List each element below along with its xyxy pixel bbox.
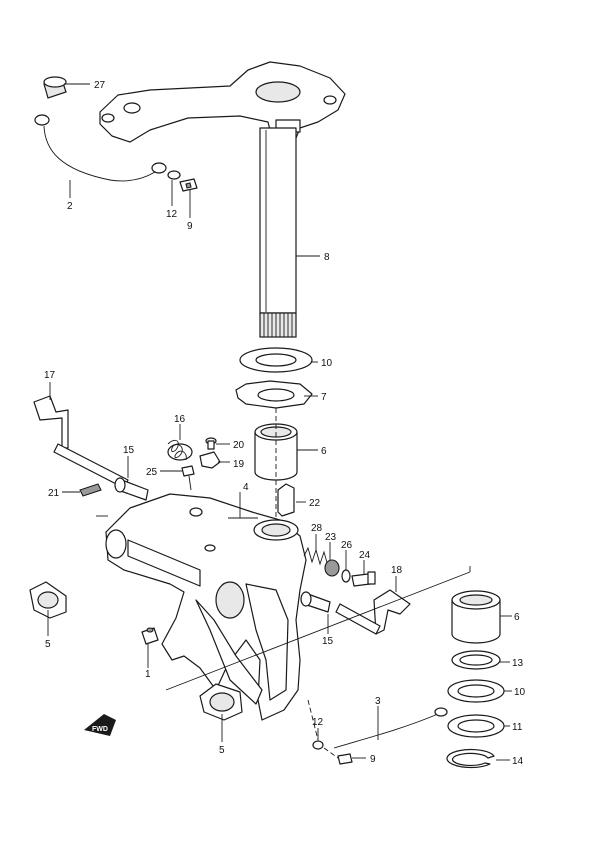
thrust-washer-10-lower <box>447 679 505 703</box>
fwd-label: FWD <box>92 726 108 733</box>
bolt-20 <box>205 437 217 450</box>
callout-9-lower: 9 <box>370 754 376 765</box>
bushing-5-lower <box>199 683 243 721</box>
callout-21: 21 <box>48 488 60 499</box>
grease-nipple-1 <box>141 627 159 645</box>
ground-wire-2 <box>34 114 167 182</box>
bolt-9-top <box>179 178 198 192</box>
callout-14: 14 <box>512 756 524 767</box>
washer-12-lower <box>312 740 324 750</box>
spring-28 <box>303 546 329 567</box>
plate-22 <box>277 483 295 517</box>
callout-25: 25 <box>146 467 158 478</box>
callout-12-top: 12 <box>166 209 178 220</box>
callout-3: 3 <box>375 696 381 707</box>
bushing-5-left <box>29 581 67 619</box>
callout-7: 7 <box>321 392 327 403</box>
callout-10-lower: 10 <box>514 687 526 698</box>
steering-bracket <box>99 61 346 143</box>
callout-28: 28 <box>311 523 323 534</box>
steering-shaft <box>259 127 297 338</box>
callout-6-lower: 6 <box>514 612 520 623</box>
section-divider <box>165 571 471 691</box>
tilt-lever-17 <box>33 395 129 489</box>
lever-18 <box>335 589 411 635</box>
bushing-15-right <box>300 591 331 613</box>
washer-12-top <box>167 170 181 180</box>
callout-26: 26 <box>341 540 353 551</box>
callout-labels: 27 2 12 9 8 10 7 6 17 16 20 19 15 25 21 … <box>44 80 526 767</box>
bolt-9-lower <box>337 753 353 765</box>
callout-4: 4 <box>243 482 249 493</box>
fwd-arrow-icon: FWD <box>84 714 116 736</box>
callout-24: 24 <box>359 550 371 561</box>
callout-10-top: 10 <box>321 358 333 369</box>
washer-13 <box>451 650 501 670</box>
callout-9-top: 9 <box>187 221 193 232</box>
bolt-24 <box>351 571 376 587</box>
thrust-washer-10-top <box>239 347 313 373</box>
bushing-6-lower <box>451 590 501 644</box>
callout-22: 22 <box>309 498 321 509</box>
ground-wire-3 <box>333 707 448 749</box>
screw-25 <box>181 465 195 491</box>
swivel-bracket-4 <box>105 493 307 721</box>
callout-27: 27 <box>94 80 106 91</box>
washer-11 <box>447 714 505 738</box>
callout-15-left: 15 <box>123 445 135 456</box>
callout-5-left: 5 <box>45 639 51 650</box>
callout-17: 17 <box>44 370 56 381</box>
circlip-14 <box>446 748 495 769</box>
cap-27 <box>43 76 67 99</box>
callout-23: 23 <box>325 532 337 543</box>
callout-15-right: 15 <box>322 636 334 647</box>
callout-16: 16 <box>174 414 186 425</box>
callout-13: 13 <box>512 658 524 669</box>
bushing-15-left <box>114 477 149 501</box>
callout-19: 19 <box>233 459 245 470</box>
callout-6-top: 6 <box>321 446 327 457</box>
leader-lines <box>47 83 512 761</box>
callout-2: 2 <box>67 201 73 212</box>
callout-12-lower: 12 <box>312 717 324 728</box>
callout-11: 11 <box>512 722 523 733</box>
spring-16 <box>167 439 193 461</box>
clip-19 <box>199 451 221 469</box>
callout-20: 20 <box>233 440 245 451</box>
callout-1: 1 <box>145 669 151 680</box>
callout-8: 8 <box>324 252 330 263</box>
pin-21 <box>79 483 102 497</box>
stopper-washer-7 <box>235 380 313 409</box>
plunger-23 <box>324 559 340 577</box>
callout-5-lower: 5 <box>219 745 225 756</box>
washer-26 <box>341 569 351 583</box>
callout-18: 18 <box>391 565 403 576</box>
